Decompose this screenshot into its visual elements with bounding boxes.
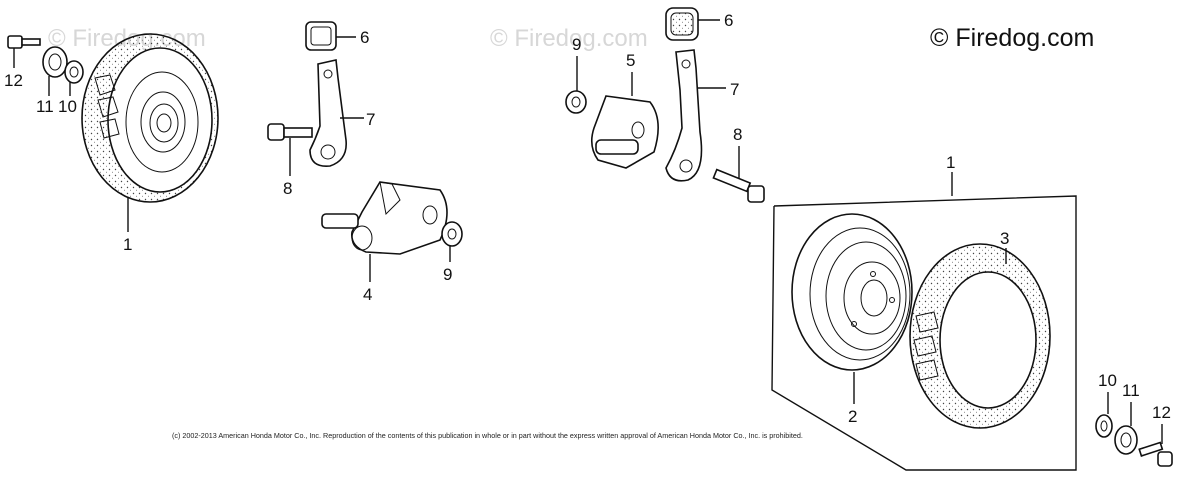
left-cap-6 xyxy=(305,21,337,51)
left-bolt-8 xyxy=(267,123,313,141)
left-bracket-4 xyxy=(321,181,448,255)
callout-left-bearing-11: 11 xyxy=(36,97,54,116)
left-washer-10 xyxy=(64,60,84,84)
assembly-frame xyxy=(771,195,1077,471)
right-washer-9 xyxy=(565,90,587,114)
callout-right-lever-7: 7 xyxy=(730,80,739,99)
right-bracket-5 xyxy=(590,95,659,169)
callout-wheel-assembly-1: 1 xyxy=(946,153,955,172)
right-bearing-11 xyxy=(1114,425,1138,455)
callout-left-bolt-12: 12 xyxy=(4,71,23,90)
callout-rim-2: 2 xyxy=(848,407,857,426)
callout-right-washer-10: 10 xyxy=(1098,371,1117,390)
callout-right-cap-6: 6 xyxy=(724,11,733,30)
left-wheel xyxy=(81,33,219,203)
right-lever-7 xyxy=(665,49,703,182)
left-washer-9 xyxy=(441,221,463,247)
callout-left-lever-7: 7 xyxy=(366,110,375,129)
copyright-notice: (c) 2002-2013 American Honda Motor Co., … xyxy=(172,431,803,440)
right-bolt-8 xyxy=(712,168,765,203)
left-bolt-12 xyxy=(7,35,41,49)
callout-left-wheel: 1 xyxy=(123,235,132,254)
callout-right-bearing-11: 11 xyxy=(1122,381,1140,400)
callout-left-bolt-8: 8 xyxy=(283,179,292,198)
callout-left-washer-10: 10 xyxy=(58,97,77,116)
callout-left-cap-6: 6 xyxy=(360,28,369,47)
left-lever-7 xyxy=(309,59,347,167)
left-bearing-11 xyxy=(42,46,68,78)
right-bolt-12 xyxy=(1138,441,1173,467)
watermark-center: © Firedog.com xyxy=(490,25,648,52)
right-cap-6 xyxy=(665,7,699,41)
callout-right-bolt-12: 12 xyxy=(1152,403,1171,422)
callout-tire-3: 3 xyxy=(1000,229,1009,248)
tire-3 xyxy=(909,243,1051,429)
right-washer-10 xyxy=(1095,414,1113,438)
callout-left-washer-9: 9 xyxy=(443,265,452,284)
rim-2 xyxy=(791,213,913,371)
brand-watermark: © Firedog.com xyxy=(930,24,1095,52)
callout-right-bolt-8: 8 xyxy=(733,125,742,144)
callout-right-bracket-5: 5 xyxy=(626,51,635,70)
callout-right-washer-9: 9 xyxy=(572,35,581,54)
callout-left-bracket-4: 4 xyxy=(363,285,372,304)
